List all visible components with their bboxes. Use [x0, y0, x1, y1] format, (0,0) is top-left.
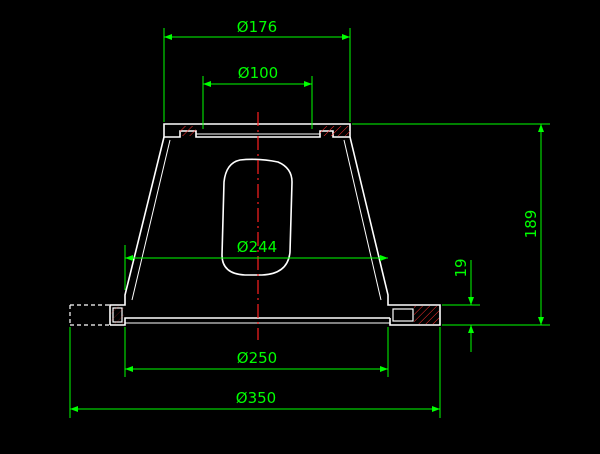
cone-left-wall	[109, 136, 165, 325]
dim-text-19: 19	[452, 258, 470, 277]
cone-right-inner	[343, 139, 382, 301]
dim-text-d100: Ø100	[238, 64, 278, 82]
dim-text-d176: Ø176	[237, 18, 277, 36]
hatch-top-left	[180, 126, 196, 136]
dimensions	[69, 28, 550, 418]
hatch-flange-left	[111, 306, 124, 324]
right-pocket	[392, 308, 414, 322]
section-hatch	[111, 126, 439, 324]
cone-right-wall	[349, 136, 441, 326]
dimension-labels: Ø176 Ø100 Ø244 Ø250 Ø350 189 19	[236, 18, 540, 407]
dim-text-d250: Ø250	[237, 349, 277, 367]
bottom-plate	[110, 317, 390, 326]
hatch-top-right	[320, 126, 350, 136]
cone-left-inner	[131, 139, 171, 301]
oval-window	[221, 158, 293, 276]
part-outline	[109, 123, 441, 326]
hatch-flange-right	[414, 306, 439, 324]
dim-text-d244: Ø244	[237, 238, 277, 256]
dim-text-d350: Ø350	[236, 389, 276, 407]
hidden-flange	[69, 304, 110, 326]
dim-text-189: 189	[522, 210, 540, 239]
